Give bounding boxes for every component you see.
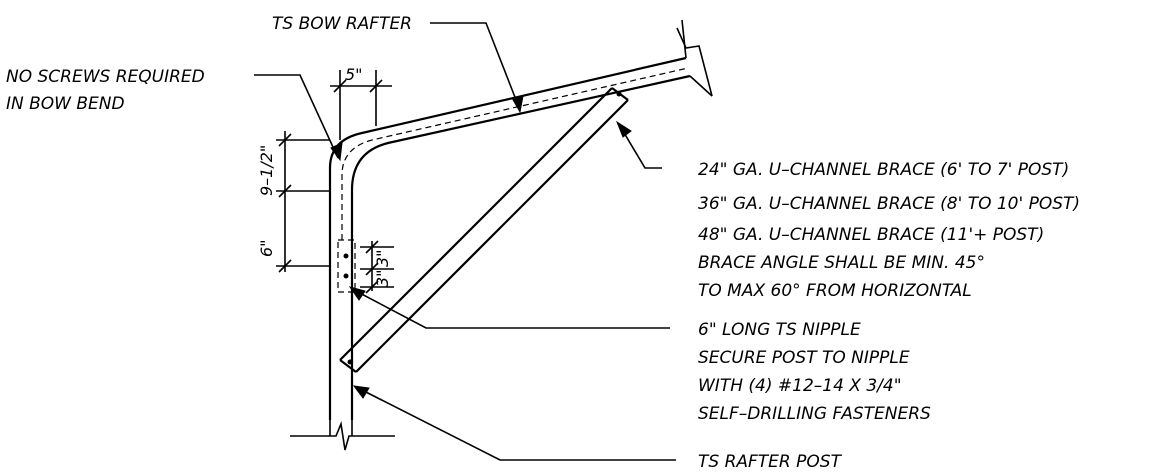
nipple-note-2: SECURE POST TO NIPPLE bbox=[698, 348, 910, 368]
brace-note-2: 36" GA. U–CHANNEL BRACE (8' TO 10' POST) bbox=[698, 194, 1080, 214]
brace-note-5: TO MAX 60° FROM HORIZONTAL bbox=[698, 281, 972, 301]
brace-note-1: 24" GA. U–CHANNEL BRACE (6' TO 7' POST) bbox=[698, 160, 1069, 180]
dim-screw-spacing-a: 3" bbox=[373, 249, 392, 267]
text-labels: TS BOW RAFTER NO SCREWS REQUIRED IN BOW … bbox=[6, 14, 1080, 472]
label-bow-rafter: TS BOW RAFTER bbox=[272, 14, 412, 34]
leaders bbox=[254, 22, 676, 461]
ts-nipple bbox=[337, 67, 689, 293]
screw-dot bbox=[343, 253, 349, 259]
dim-nipple-height: 6" bbox=[257, 239, 276, 257]
dim-bend-height: 9–1/2" bbox=[257, 145, 276, 196]
dimensions: 5" 9–1/2" 6" 3" 3" bbox=[257, 65, 394, 294]
brace-note-3: 48" GA. U–CHANNEL BRACE (11'+ POST) bbox=[698, 225, 1044, 245]
bow-rafter bbox=[328, 19, 713, 287]
brace-note-4: BRACE ANGLE SHALL BE MIN. 45° bbox=[698, 253, 985, 273]
dim-top-width: 5" bbox=[345, 65, 363, 84]
nipple-note-4: SELF–DRILLING FASTENERS bbox=[698, 404, 931, 424]
brace-screw-top bbox=[616, 91, 622, 97]
nipple-note-3: WITH (4) #12–14 X 3/4" bbox=[698, 376, 902, 396]
u-channel-brace bbox=[339, 87, 629, 373]
nipple-note-1: 6" LONG TS NIPPLE bbox=[698, 320, 861, 340]
screw-dot bbox=[343, 273, 349, 279]
dim-screw-spacing-b: 3" bbox=[373, 269, 392, 287]
label-no-screws-line2: IN BOW BEND bbox=[6, 94, 125, 114]
rafter-post bbox=[290, 168, 395, 451]
label-rafter-post: TS RAFTER POST bbox=[698, 452, 843, 472]
brace-screw-bottom bbox=[347, 359, 353, 365]
label-no-screws-line1: NO SCREWS REQUIRED bbox=[6, 67, 205, 87]
